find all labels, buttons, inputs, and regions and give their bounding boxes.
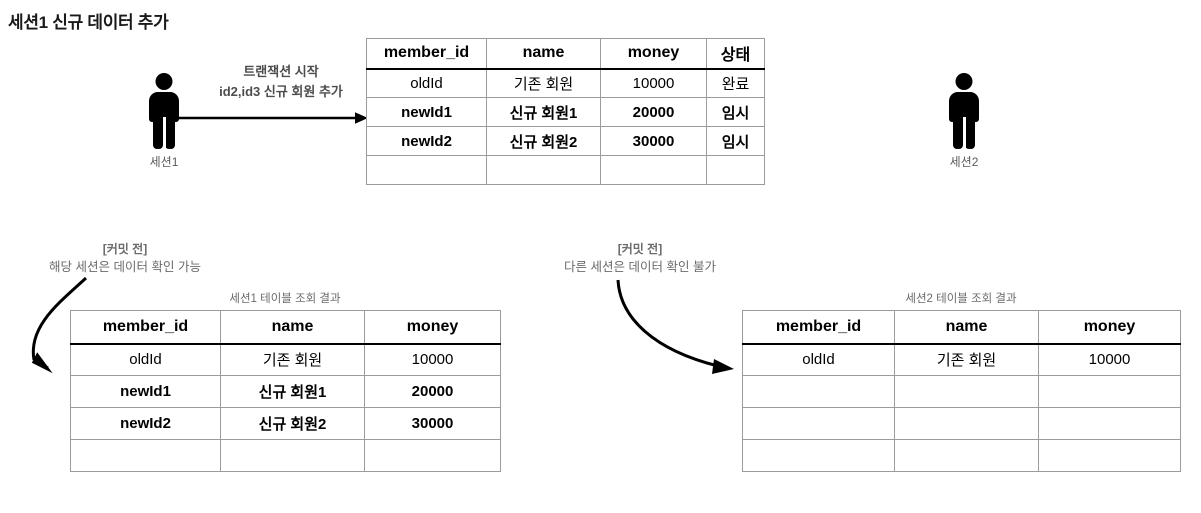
table-row bbox=[742, 439, 1181, 472]
column-header-name: name bbox=[220, 310, 365, 345]
table-row bbox=[742, 407, 1181, 440]
cell-name: 기존 회원 bbox=[220, 343, 365, 376]
person-leg-right bbox=[965, 117, 975, 149]
table-row bbox=[742, 375, 1181, 408]
cell-member-id bbox=[742, 375, 895, 408]
cell-money: 30000 bbox=[364, 407, 501, 440]
note-right-title: [커밋 전] bbox=[617, 242, 663, 256]
person-leg-gap bbox=[162, 117, 166, 149]
actor-session2: 세션2 bbox=[942, 73, 986, 169]
column-header-member-id: member_id bbox=[70, 310, 221, 345]
flow-arrow-label-line2: id2,id3 신규 회원 추가 bbox=[219, 84, 343, 99]
cell-member-id bbox=[70, 439, 221, 472]
cell-member-id: oldId bbox=[70, 343, 221, 376]
cell-member-id: oldId bbox=[366, 68, 487, 98]
cell-name: 신규 회원2 bbox=[486, 126, 601, 156]
actor-session2-label: 세션2 bbox=[949, 155, 979, 169]
cell-member-id: newId2 bbox=[70, 407, 221, 440]
cell-name: 기존 회원 bbox=[894, 343, 1039, 376]
cell-name: 기존 회원 bbox=[486, 68, 601, 98]
note-right-arrow-icon bbox=[614, 278, 744, 388]
flow-arrow-icon bbox=[175, 108, 370, 128]
session2-result-table: member_id name money oldId 기존 회원 10000 bbox=[742, 310, 1181, 472]
note-right: [커밋 전] 다른 세션은 데이터 확인 불가 bbox=[530, 240, 750, 276]
table-header-row: member_id name money 상태 bbox=[366, 38, 765, 70]
table-row: newId2 신규 회원2 30000 임시 bbox=[366, 126, 765, 156]
cell-member-id bbox=[366, 155, 487, 185]
cell-name: 신규 회원1 bbox=[220, 375, 365, 408]
table-header-row: member_id name money bbox=[742, 310, 1181, 345]
note-right-body: 다른 세션은 데이터 확인 불가 bbox=[564, 260, 716, 274]
column-header-member-id: member_id bbox=[366, 38, 487, 70]
cell-money bbox=[600, 155, 707, 185]
column-header-money: money bbox=[1038, 310, 1181, 345]
table-header-row: member_id name money bbox=[70, 310, 501, 345]
actor-session1-label: 세션1 bbox=[149, 155, 179, 169]
note-left: [커밋 전] 해당 세션은 데이터 확인 가능 bbox=[0, 240, 250, 276]
column-header-member-id: member_id bbox=[742, 310, 895, 345]
cell-name bbox=[894, 375, 1039, 408]
person-icon bbox=[942, 73, 986, 149]
person-leg-right bbox=[165, 117, 175, 149]
left-table-caption: 세션1 테이블 조회 결과 bbox=[229, 293, 341, 305]
person-leg-left bbox=[153, 117, 163, 149]
table-row: newId1 신규 회원1 20000 bbox=[70, 375, 501, 408]
person-head bbox=[155, 73, 173, 90]
note-left-title: [커밋 전] bbox=[102, 242, 148, 256]
person-leg-gap bbox=[962, 117, 966, 149]
table-row bbox=[366, 155, 765, 185]
table-row: oldId 기존 회원 10000 bbox=[70, 343, 501, 376]
table-row: newId2 신규 회원2 30000 bbox=[70, 407, 501, 440]
cell-member-id: oldId bbox=[742, 343, 895, 376]
cell-name: 신규 회원2 bbox=[220, 407, 365, 440]
cell-money: 20000 bbox=[600, 97, 707, 127]
cell-name bbox=[486, 155, 601, 185]
person-leg-left bbox=[953, 117, 963, 149]
cell-money bbox=[1038, 375, 1181, 408]
person-head bbox=[955, 73, 973, 90]
cell-money: 10000 bbox=[600, 68, 707, 98]
session1-result-table: member_id name money oldId 기존 회원 10000 n… bbox=[70, 310, 501, 472]
column-header-money: money bbox=[364, 310, 501, 345]
cell-member-id bbox=[742, 439, 895, 472]
cell-member-id: newId1 bbox=[366, 97, 487, 127]
cell-money: 10000 bbox=[1038, 343, 1181, 376]
column-header-status: 상태 bbox=[706, 38, 765, 70]
cell-money bbox=[1038, 407, 1181, 440]
cell-status: 임시 bbox=[706, 126, 765, 156]
column-header-name: name bbox=[486, 38, 601, 70]
table-row: newId1 신규 회원1 20000 임시 bbox=[366, 97, 765, 127]
column-header-money: money bbox=[600, 38, 707, 70]
cell-money: 20000 bbox=[364, 375, 501, 408]
cell-status bbox=[706, 155, 765, 185]
right-table-caption: 세션2 테이블 조회 결과 bbox=[905, 293, 1017, 305]
cell-money: 30000 bbox=[600, 126, 707, 156]
cell-name bbox=[894, 407, 1039, 440]
actor-session1: 세션1 bbox=[142, 73, 186, 169]
cell-status: 완료 bbox=[706, 68, 765, 98]
table-row: oldId 기존 회원 10000 bbox=[742, 343, 1181, 376]
cell-money: 10000 bbox=[364, 343, 501, 376]
note-left-arrow-icon bbox=[22, 276, 102, 386]
note-left-body: 해당 세션은 데이터 확인 가능 bbox=[49, 260, 201, 274]
column-header-name: name bbox=[894, 310, 1039, 345]
top-transaction-table: member_id name money 상태 oldId 기존 회원 1000… bbox=[366, 38, 765, 185]
cell-member-id: newId2 bbox=[366, 126, 487, 156]
table-row bbox=[70, 439, 501, 472]
cell-money bbox=[1038, 439, 1181, 472]
person-icon bbox=[142, 73, 186, 149]
cell-money bbox=[364, 439, 501, 472]
table-row: oldId 기존 회원 10000 완료 bbox=[366, 68, 765, 98]
flow-arrow-label-line1: 트랜잭션 시작 bbox=[243, 64, 319, 79]
cell-member-id: newId1 bbox=[70, 375, 221, 408]
cell-member-id bbox=[742, 407, 895, 440]
cell-name bbox=[220, 439, 365, 472]
cell-status: 임시 bbox=[706, 97, 765, 127]
cell-name: 신규 회원1 bbox=[486, 97, 601, 127]
cell-name bbox=[894, 439, 1039, 472]
page-title: 세션1 신규 데이터 추가 bbox=[8, 13, 169, 32]
